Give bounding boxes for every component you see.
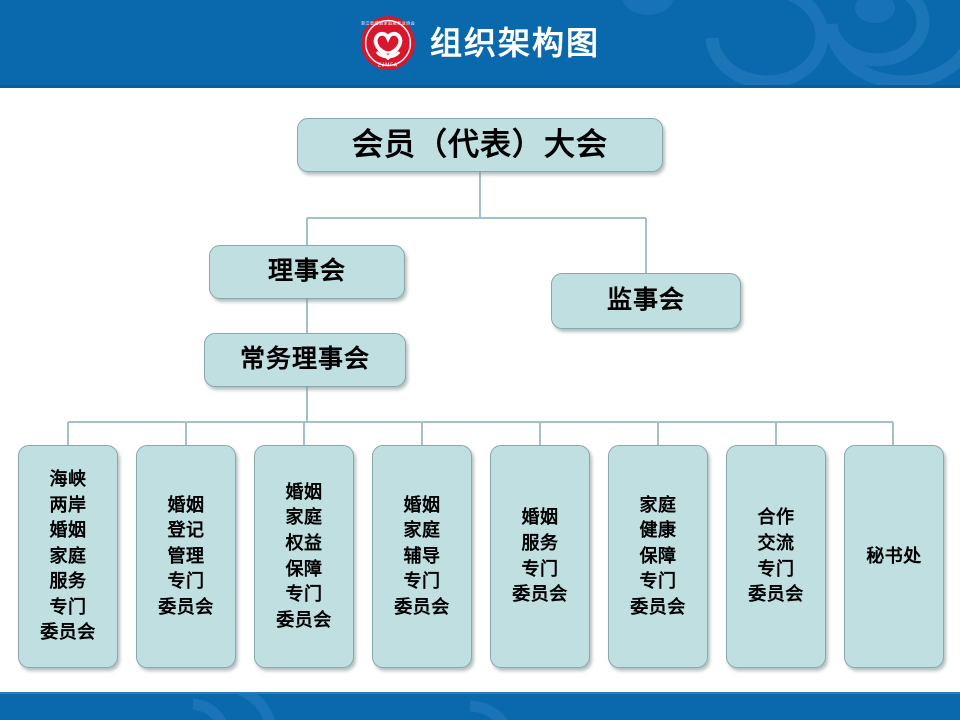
org-node-marriage-service-committee[interactable]: 婚姻 服务 专门 委员会: [490, 445, 590, 668]
svg-text:浙江省婚姻家庭服务业协会: 浙江省婚姻家庭服务业协会: [361, 20, 416, 27]
org-node-cross-strait-committee-label: 海峡 两岸 婚姻 家庭 服务 专门 委员会: [40, 469, 96, 643]
org-node-assembly[interactable]: 会员（代表）大会: [297, 118, 663, 172]
header-content: ZJMFA 浙江省婚姻家庭服务业协会 组织架构图: [0, 0, 960, 86]
org-node-council[interactable]: 理事会: [209, 245, 405, 299]
org-node-marriage-registration-committee-label: 婚姻 登记 管理 专门 委员会: [158, 494, 214, 617]
org-node-family-counseling-committee-label: 婚姻 家庭 辅导 专门 委员会: [394, 494, 450, 617]
org-node-rights-protection-committee-label: 婚姻 家庭 权益 保障 专门 委员会: [276, 481, 332, 630]
footer-watermark: [192, 694, 508, 720]
footer-divider: [0, 692, 960, 694]
org-node-family-counseling-committee[interactable]: 婚姻 家庭 辅导 专门 委员会: [372, 445, 472, 668]
org-node-rights-protection-committee[interactable]: 婚姻 家庭 权益 保障 专门 委员会: [254, 445, 354, 668]
org-node-supervisors[interactable]: 监事会: [551, 273, 741, 329]
org-node-secretariat-label: 秘书处: [866, 545, 922, 566]
header-divider: [0, 85, 960, 88]
org-node-council-label: 理事会: [267, 257, 346, 286]
org-node-marriage-registration-committee[interactable]: 婚姻 登记 管理 专门 委员会: [136, 445, 236, 668]
page-title: 组织架构图: [429, 25, 600, 61]
org-node-supervisors-label: 监事会: [606, 286, 685, 315]
org-chart: 会员（代表）大会 理事会 监事会 常务理事会 海峡 两岸 婚姻 家庭 服务 专门…: [0, 88, 960, 694]
org-node-standing-council[interactable]: 常务理事会: [204, 333, 406, 387]
org-node-family-health-committee[interactable]: 家庭 健康 保障 专门 委员会: [608, 445, 708, 668]
org-node-family-health-committee-label: 家庭 健康 保障 专门 委员会: [630, 494, 686, 617]
org-node-cross-strait-committee[interactable]: 海峡 两岸 婚姻 家庭 服务 专门 委员会: [18, 445, 118, 668]
org-node-marriage-service-committee-label: 婚姻 服务 专门 委员会: [512, 507, 568, 605]
zjmfa-heart-logo-icon: ZJMFA 浙江省婚姻家庭服务业协会: [360, 15, 416, 71]
footer-bar: [0, 694, 960, 720]
org-node-secretariat[interactable]: 秘书处: [844, 445, 944, 668]
svg-text:ZJMFA: ZJMFA: [378, 63, 398, 69]
org-node-cooperation-exchange-committee-label: 合作 交流 专门 委员会: [748, 507, 804, 605]
connector-lines: [67, 171, 894, 445]
org-node-cooperation-exchange-committee[interactable]: 合作 交流 专门 委员会: [726, 445, 826, 668]
header-bar: ZJMFA 浙江省婚姻家庭服务业协会 组织架构图: [0, 0, 960, 88]
org-node-assembly-label: 会员（代表）大会: [352, 126, 608, 162]
org-node-standing-council-label: 常务理事会: [239, 345, 370, 374]
